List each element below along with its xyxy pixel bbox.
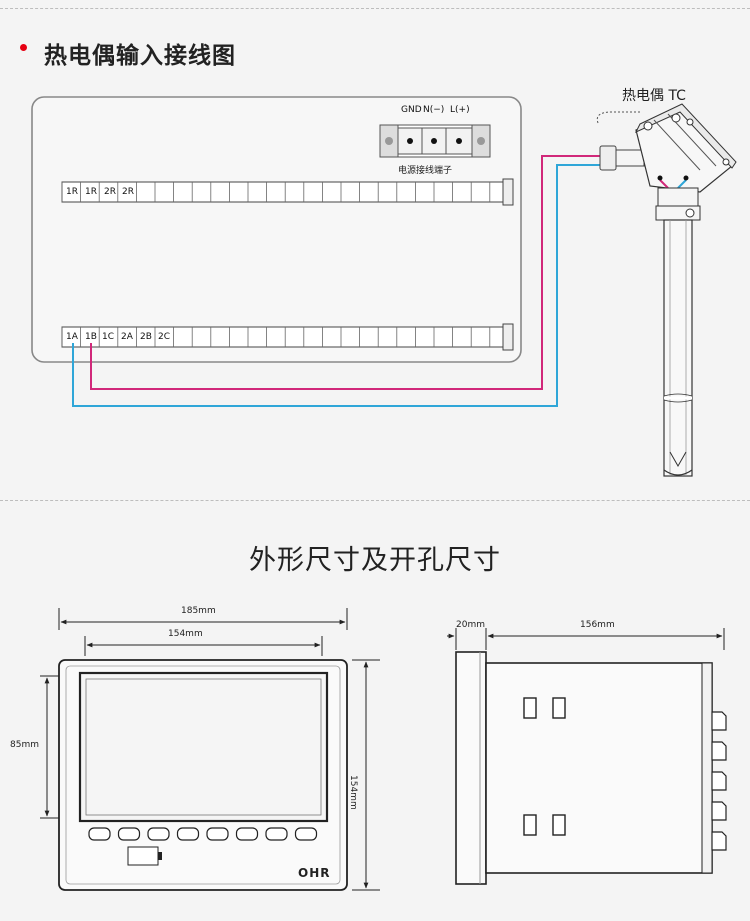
controller-body	[31, 96, 522, 363]
bottom-terminal-strip	[61, 323, 514, 351]
rear-connector	[711, 711, 727, 731]
front-view	[40, 608, 380, 891]
dim-height-outer: 154mm	[348, 775, 358, 810]
thermocouple-label: 热电偶 TC	[622, 88, 686, 104]
bottom-terminal-label: 1A	[66, 332, 78, 342]
bottom-terminal-label: 1B	[85, 332, 97, 342]
dim-depth-front: 20mm	[456, 620, 485, 630]
top-terminal-label: 1R	[66, 187, 78, 197]
power-label-l: L(+)	[450, 105, 470, 115]
top-terminal-strip	[61, 178, 514, 206]
panel-button	[117, 827, 141, 841]
rear-connector	[711, 831, 727, 851]
front-panel-buttons	[88, 827, 318, 841]
dim-width-outer: 185mm	[181, 606, 216, 616]
panel-button	[147, 827, 170, 841]
power-terminal-block	[379, 124, 491, 158]
panel-button	[235, 827, 259, 841]
dim-width-screen: 154mm	[168, 629, 203, 639]
panel-button	[88, 827, 111, 841]
panel-button	[206, 827, 229, 841]
section-separator	[0, 500, 750, 501]
bottom-terminal-label: 1C	[102, 332, 115, 342]
bottom-terminal-label: 2C	[158, 332, 171, 342]
dimension-drawings	[40, 608, 727, 891]
dimensions-title: 外形尺寸及开孔尺寸	[249, 545, 501, 576]
panel-button	[265, 827, 288, 841]
brand-logo: OHR	[298, 866, 331, 880]
top-terminal-label: 1R	[85, 187, 97, 197]
power-terminal-caption: 电源接线端子	[398, 166, 453, 176]
side-view	[447, 628, 727, 885]
wiring-diagram-title: 热电偶输入接线图	[44, 43, 236, 69]
dim-height-screen: 85mm	[10, 740, 39, 750]
power-label-gnd: GND	[401, 105, 422, 115]
bottom-terminal-label: 2B	[140, 332, 152, 342]
rear-connector	[711, 741, 727, 761]
top-terminal-label: 2R	[104, 187, 116, 197]
thermocouple-probe	[596, 103, 737, 477]
dim-depth-body: 156mm	[580, 620, 615, 630]
panel-button	[176, 827, 200, 841]
power-label-n: N(−)	[423, 105, 445, 115]
panel-button	[294, 827, 318, 841]
bottom-terminal-label: 2A	[121, 332, 133, 342]
top-separator	[0, 8, 750, 9]
wiring-diagram	[31, 96, 737, 477]
rear-connector	[711, 771, 727, 791]
top-terminal-label: 2R	[122, 187, 134, 197]
rear-connector	[711, 801, 727, 821]
rear-connectors	[711, 711, 727, 851]
title-bullet-dot	[20, 44, 27, 51]
